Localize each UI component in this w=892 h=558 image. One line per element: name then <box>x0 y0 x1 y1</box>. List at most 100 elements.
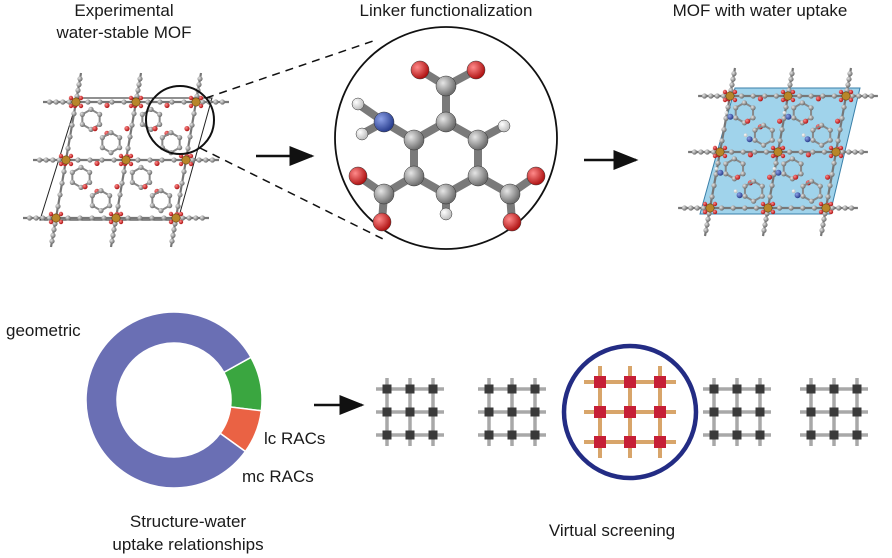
carbon-atom <box>681 205 688 211</box>
hydrogen-atom <box>772 167 777 171</box>
panel2-title: Linker functionalization <box>360 1 533 20</box>
carbon-atom <box>189 122 195 128</box>
nitrogen-atom <box>717 169 724 176</box>
carbon-atom <box>769 127 775 133</box>
carbon-atom <box>715 160 721 166</box>
carbon-atom <box>135 157 141 163</box>
metal-node <box>763 203 773 213</box>
hydrogen-atom <box>782 111 787 115</box>
grid-node <box>507 430 517 440</box>
carbon-atom <box>55 203 61 209</box>
benzene-ring <box>131 166 151 189</box>
carbon-atom <box>203 157 209 163</box>
oxygen-atom <box>128 161 134 167</box>
grid-node <box>594 376 606 388</box>
carbon-atom <box>819 142 825 148</box>
oxygen-atom <box>118 211 124 217</box>
carbon-atom <box>175 203 181 209</box>
carbon-atom <box>177 135 183 141</box>
hydrogen-atom <box>439 207 453 221</box>
metal-node <box>171 213 181 223</box>
carbon-atom <box>842 205 848 211</box>
carbon-atom <box>750 115 756 121</box>
carbon-atom <box>705 216 711 222</box>
carbon-atom <box>762 222 768 228</box>
carbon-atom <box>741 100 748 106</box>
carbon-atom <box>808 115 814 121</box>
oxygen-atom <box>828 201 834 207</box>
carbon-atom <box>158 208 164 214</box>
oxygen-atom <box>78 95 84 101</box>
carbon-atom <box>848 205 855 211</box>
oxygen-atom <box>58 211 64 217</box>
carbon-atom <box>845 82 851 88</box>
carbon-atom <box>467 165 489 187</box>
carbon-atom <box>109 238 115 244</box>
linker-molecule-panel <box>334 26 558 250</box>
grid-node <box>507 384 517 394</box>
carbon-atom <box>127 134 133 140</box>
carbon-atom <box>829 171 835 177</box>
carbon-atom <box>787 82 793 88</box>
oxygen-atom <box>760 209 766 215</box>
carbon-atom <box>723 161 729 167</box>
carbon-atom <box>186 215 192 221</box>
carbon-atom <box>27 215 33 221</box>
carbon-atom <box>187 134 193 140</box>
grid-node <box>594 436 606 448</box>
metal-node <box>51 213 61 223</box>
mof-grid <box>800 378 868 446</box>
carbon-atom <box>169 99 175 105</box>
carbon-atom <box>721 127 727 133</box>
carbon-atom <box>808 93 814 99</box>
carbon-atom <box>688 205 694 211</box>
carbon-atom <box>149 215 155 221</box>
oxygen-atom <box>803 118 809 124</box>
carbon-atom <box>761 227 767 233</box>
carbon-atom <box>820 222 826 228</box>
grid-node <box>806 407 816 417</box>
grid-node <box>624 376 636 388</box>
carbon-atom <box>37 157 43 163</box>
oxygen-atom <box>770 201 776 207</box>
metal-node <box>831 147 841 157</box>
grid-node <box>709 384 719 394</box>
oxygen-atom <box>828 209 834 215</box>
grid-node <box>829 384 839 394</box>
donut-chart <box>85 311 263 489</box>
hydrogen-atom <box>724 111 729 115</box>
oxygen-atom <box>58 161 64 167</box>
carbon-atom <box>729 82 735 88</box>
carbon-atom <box>47 99 53 105</box>
metal-node <box>725 91 735 101</box>
grid-node <box>852 430 862 440</box>
carbon-atom <box>777 205 783 211</box>
mof-grid <box>703 378 771 446</box>
grid-node <box>530 407 540 417</box>
oxygen-atom <box>770 153 776 159</box>
carbon-atom <box>190 157 196 163</box>
oxygen-atom <box>78 103 84 109</box>
carbon-atom <box>852 149 858 155</box>
carbon-atom <box>125 145 131 151</box>
carbon-atom <box>787 149 793 155</box>
mof-grid <box>376 378 444 446</box>
grid-node <box>484 407 494 417</box>
oxygen-atom <box>372 212 392 232</box>
benzene-ring <box>101 131 121 154</box>
carbon-atom <box>799 100 806 106</box>
oxygen-atom <box>526 166 546 186</box>
carbon-atom <box>846 76 852 82</box>
donut-label-lc-racs: lc RACs <box>264 429 325 448</box>
oxygen-atom <box>178 211 184 217</box>
carbon-atom <box>79 111 85 117</box>
carbon-atom <box>111 157 117 163</box>
carbon-atom <box>819 122 825 128</box>
carbon-atom <box>841 104 847 110</box>
carbon-atom <box>740 171 746 177</box>
carbon-atom <box>193 215 199 221</box>
carbon-atom <box>759 183 765 189</box>
selected-mof-grid <box>584 366 676 458</box>
carbon-atom <box>711 149 717 155</box>
grid-node <box>852 407 862 417</box>
